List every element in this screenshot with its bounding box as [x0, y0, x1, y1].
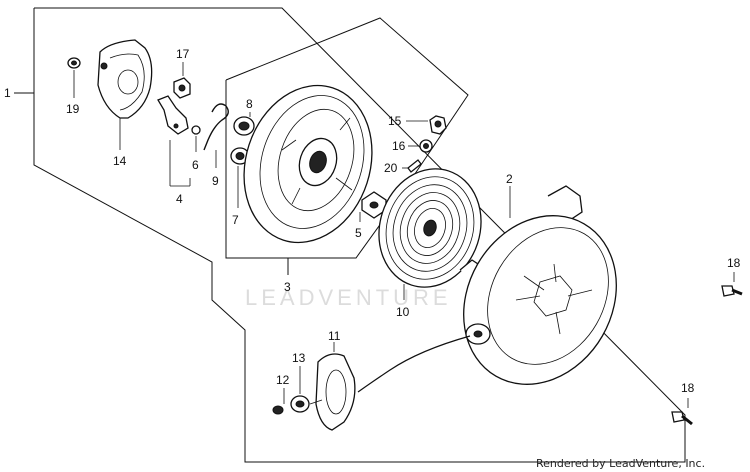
callout-2: 2	[506, 172, 513, 186]
part-20-pin	[402, 159, 422, 173]
part-14-friction-plate	[97, 39, 153, 150]
callout-18-upper: 18	[727, 256, 741, 270]
part-17-collar	[173, 62, 191, 99]
callout-17: 17	[176, 47, 190, 61]
part-11-handle-grip	[315, 342, 356, 431]
starter-rope	[357, 335, 471, 393]
watermark-text: LEADVENTURE	[245, 285, 452, 310]
part-6-spring-pin	[191, 125, 201, 152]
callout-4: 4	[176, 192, 183, 206]
callout-10: 10	[396, 305, 410, 319]
part-4-ratchet	[157, 95, 191, 187]
part-10-recoil-spring	[378, 168, 482, 300]
part-16-washer	[408, 139, 433, 153]
callout-3: 3	[284, 280, 291, 294]
callout-13: 13	[292, 351, 306, 365]
part-2-starter-case	[459, 185, 617, 385]
callout-1: 1	[4, 86, 11, 100]
part-5-bushing	[359, 191, 387, 222]
callout-11: 11	[328, 329, 341, 343]
callout-8: 8	[246, 97, 253, 111]
callout-16: 16	[392, 139, 406, 153]
callout-7: 7	[232, 213, 239, 227]
assembly-boundary	[14, 7, 686, 463]
callout-19: 19	[66, 102, 80, 116]
callout-15: 15	[388, 114, 402, 128]
credit-text: Rendered by LeadVenture, Inc.	[536, 457, 705, 470]
callout-18-lower: 18	[681, 381, 695, 395]
part-18-bolt-upper	[721, 272, 743, 297]
callout-20: 20	[384, 161, 398, 175]
callout-9: 9	[212, 174, 219, 188]
callout-5: 5	[355, 226, 362, 240]
part-3-reel-pulley	[243, 84, 373, 244]
part-15-collar	[406, 115, 447, 135]
part-13-rope-anchor	[290, 366, 323, 413]
part-19-nut	[67, 57, 81, 98]
part-18-bolt-lower	[671, 398, 693, 426]
part-12-rope-knot	[272, 388, 285, 415]
callout-6: 6	[192, 158, 199, 172]
callout-14: 14	[113, 154, 127, 168]
callout-12: 12	[276, 373, 290, 387]
part-7-collar	[230, 147, 250, 208]
part-8-washer	[233, 112, 255, 136]
part-9-ratchet-spring	[203, 103, 229, 168]
